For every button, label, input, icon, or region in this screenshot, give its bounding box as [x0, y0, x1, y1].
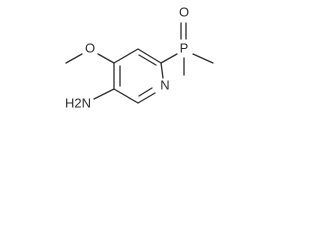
- bond-o-ch3: [65, 53, 83, 64]
- bond-c4-o: [97, 53, 115, 64]
- bond-c5-c6: [137, 48, 162, 64]
- bond-n1-c2-inner: [138, 87, 153, 97]
- atom-label-oxygen-phosphoryl: O: [179, 4, 189, 19]
- bond-c6-p: [160, 53, 178, 64]
- bond-n1-c2: [137, 92, 156, 104]
- atom-label-nitrogen-ring: N: [160, 77, 169, 92]
- bond-c2-c3: [113, 88, 139, 104]
- bond-c6-n1: [160, 62, 164, 79]
- atom-label-amine: H2N: [65, 95, 91, 110]
- atom-label-phosphorus: P: [180, 40, 189, 55]
- atom-label-oxygen-methoxy: O: [85, 40, 95, 55]
- bond-c5-c6-inner: [138, 54, 157, 66]
- structure-diagram: O O P N H2N: [65, 4, 214, 110]
- bond-c4-c5: [113, 48, 139, 64]
- bond-c3-n: [93, 88, 115, 100]
- bond-p-ch3-right: [192, 53, 214, 64]
